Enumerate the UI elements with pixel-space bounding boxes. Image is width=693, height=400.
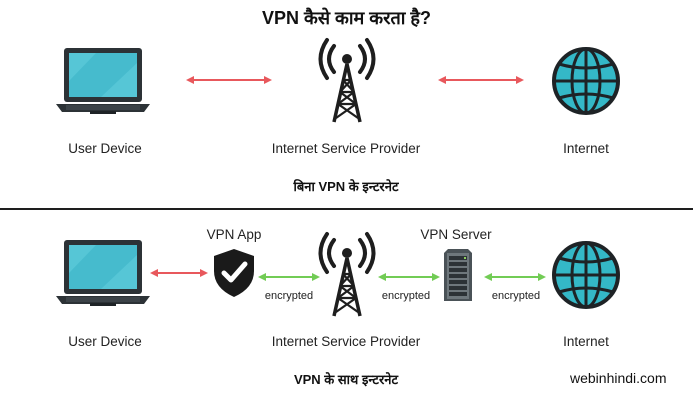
unencrypted-arrow <box>186 76 272 84</box>
label-user-device: User Device <box>68 334 142 349</box>
unencrypted-arrow <box>150 269 208 277</box>
antenna-tower-icon <box>318 38 376 123</box>
label-internet: Internet <box>563 141 609 156</box>
laptop-icon <box>56 48 150 114</box>
encrypted-label: encrypted <box>381 290 431 302</box>
globe-icon <box>552 241 620 309</box>
encrypted-arrow <box>484 273 546 281</box>
diagram-title: VPN कैसे काम करता है? <box>262 8 431 28</box>
label-vpn-app: VPN App <box>206 227 262 242</box>
laptop-icon <box>56 240 150 306</box>
shield-check-icon <box>214 249 254 297</box>
label-vpn-server: VPN Server <box>420 227 492 242</box>
encrypted-arrow <box>378 273 440 281</box>
section-divider <box>0 208 693 210</box>
caption-without-vpn: बिना VPN के इन्टरनेट <box>293 179 399 194</box>
caption-with-vpn: VPN के साथ इन्टरनेट <box>293 372 399 387</box>
encrypted-label: encrypted <box>491 290 541 302</box>
label-internet: Internet <box>563 334 609 349</box>
brand-watermark: webinhindi.com <box>570 370 667 386</box>
antenna-tower-icon <box>318 232 376 317</box>
server-icon <box>444 249 472 301</box>
encrypted-arrow <box>258 273 320 281</box>
label-user-device: User Device <box>68 141 142 156</box>
encrypted-label: encrypted <box>264 290 314 302</box>
globe-icon <box>552 47 620 115</box>
label-isp: Internet Service Provider <box>271 141 421 156</box>
unencrypted-arrow <box>438 76 524 84</box>
label-isp: Internet Service Provider <box>271 334 421 349</box>
